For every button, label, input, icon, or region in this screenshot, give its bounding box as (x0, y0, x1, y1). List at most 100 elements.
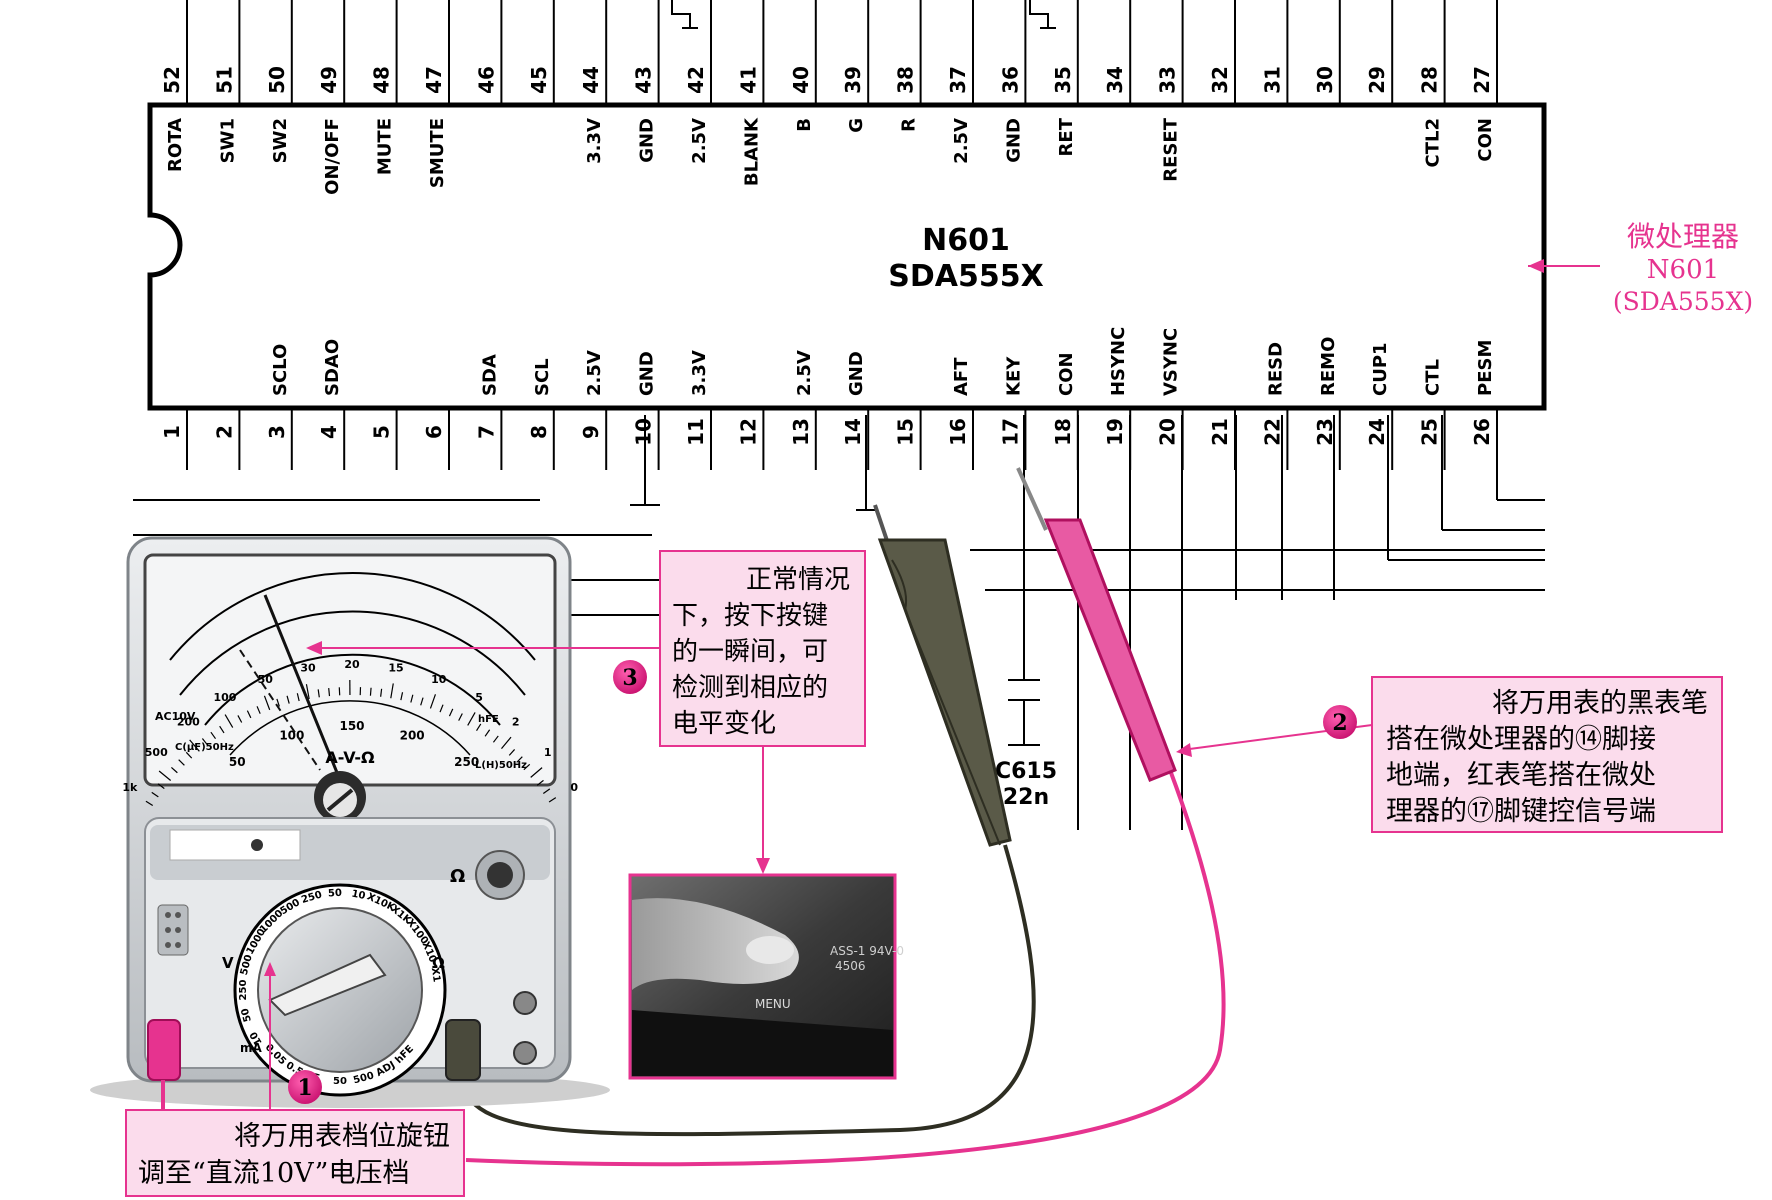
red-plug[interactable] (148, 1020, 180, 1080)
callout-3-line-4: 检测到相应的 (672, 673, 828, 703)
svg-text:ASS-1 94V-0: ASS-1 94V-0 (830, 944, 904, 958)
top-pin-number: 33 (1156, 66, 1180, 94)
top-pin-number: 45 (527, 66, 551, 94)
top-pin-number: 36 (998, 66, 1022, 94)
bottom-pin-label: REMO (1318, 337, 1339, 396)
top-pin-label: ROTA (165, 118, 186, 172)
jack-2[interactable] (514, 1042, 536, 1064)
bottom-pin-number: 5 (370, 425, 394, 439)
bottom-pin-number: 15 (894, 418, 918, 446)
bottom-pin-label: AFT (951, 357, 972, 396)
bottom-pin-number: 7 (474, 425, 498, 439)
top-pin-number: 50 (265, 66, 289, 94)
meter-scale-label: 1k (122, 781, 138, 794)
top-pin-label: 3.3V (584, 118, 605, 164)
callout-1-line-1: 将万用表档位旋钮 (234, 1121, 450, 1152)
bottom-pin-number: 21 (1208, 418, 1232, 446)
black-plug[interactable] (446, 1020, 480, 1080)
chip-callout: 微处理器 N601 (SDA555X) (1528, 220, 1753, 316)
bottom-pin-number: 18 (1051, 418, 1075, 446)
bottom-pin-number: 11 (684, 418, 708, 446)
jack-1[interactable] (514, 992, 536, 1014)
bottom-pin-number: 4 (317, 425, 341, 439)
top-pin-number: 32 (1208, 66, 1232, 94)
top-pin-number: 48 (370, 66, 394, 94)
bottom-pin-label: SDAO (322, 339, 343, 396)
bottom-pin-number: 16 (946, 418, 970, 446)
meter-ind-label: L(H)50Hz (475, 760, 527, 771)
top-pin-label: SW1 (217, 118, 238, 163)
top-pin-label: 2.5V (951, 118, 972, 164)
callout-3-line-1: 正常情况 (746, 565, 850, 595)
top-pin-label: ON/OFF (322, 118, 343, 195)
top-pin-label: BLANK (741, 117, 762, 186)
bottom-pin-label: SDA (479, 354, 500, 396)
bottom-pin-label: VSYNC (1161, 328, 1182, 396)
bottom-pin-number: 8 (527, 425, 551, 439)
dial-v-label: V (222, 954, 234, 972)
top-pin-number: 44 (579, 66, 603, 94)
callout-2-line-2: 搭在微处理器的⑭脚接 (1386, 724, 1656, 755)
button-press-photo: ASS-1 94V-0 4506 MENU (630, 875, 904, 1078)
bottom-pin-label: PESM (1475, 340, 1496, 396)
bottom-pin-label: 3.3V (689, 350, 710, 396)
chip-name: N601 (922, 223, 1010, 258)
top-pin-number: 49 (317, 66, 341, 94)
bottom-pin-number: 25 (1418, 418, 1442, 446)
callout-1-line-2: 调至“直流10V”电压档 (138, 1158, 409, 1189)
callout-3-line-5: 电平变化 (672, 709, 776, 739)
bottom-pin-number: 14 (841, 418, 865, 446)
dial-ohm-label: Ω (432, 954, 445, 972)
hfe-socket (158, 905, 188, 955)
top-pin-label: GND (1003, 118, 1024, 163)
svg-text:4506: 4506 (835, 959, 866, 973)
bottom-pin-number: 24 (1365, 418, 1389, 446)
ohm-adjust-symbol: Ω (450, 866, 465, 887)
svg-text:2: 2 (1332, 710, 1347, 736)
meter-scale-label: 0 (570, 781, 578, 794)
top-pin-label: CTL2 (1423, 118, 1444, 167)
top-pin-label: CON (1475, 118, 1496, 162)
meter-scale-label: 15 (388, 662, 403, 675)
top-pin-label: RESET (1161, 117, 1182, 181)
bottom-pin-number: 3 (265, 425, 289, 439)
bottom-pin-number: 26 (1470, 418, 1494, 446)
top-pin-number: 28 (1418, 66, 1442, 94)
meter-scale-label: 500 (145, 746, 168, 759)
top-pin-label: GND (637, 118, 658, 163)
top-pin-number: 41 (736, 66, 760, 94)
top-pin-number: 34 (1103, 66, 1127, 94)
top-pin-row: 5251504948474645444342414039383736353433… (160, 0, 1497, 105)
top-pin-number: 29 (1365, 66, 1389, 94)
bottom-pin-label: GND (846, 351, 867, 396)
dial-range-label: 50 (328, 888, 343, 900)
callout-2-line-1: 将万用表的黑表笔 (1492, 688, 1708, 719)
top-pin-number: 52 (160, 66, 184, 94)
top-pin-label: MUTE (375, 118, 396, 175)
callout-2-line-3: 地端，红表笔搭在微处 (1386, 760, 1656, 791)
meter-ac-label: AC10V (155, 710, 196, 723)
chip-callout-title: 微处理器 (1627, 220, 1739, 253)
bottom-pin-number: 1 (160, 425, 184, 439)
bottom-pin-number: 22 (1260, 418, 1284, 446)
dial-range-label: 250 (238, 980, 249, 1001)
top-pin-number: 27 (1470, 66, 1494, 94)
top-pin-number: 35 (1051, 66, 1075, 94)
bottom-pin-label: CUP1 (1370, 342, 1391, 396)
top-pin-number: 40 (789, 66, 813, 94)
bottom-pin-label: HSYNC (1108, 327, 1129, 396)
top-pin-label: 2.5V (689, 118, 710, 164)
meter-scale-label: 1 (544, 746, 552, 759)
top-pin-label: RET (1056, 117, 1077, 156)
top-pin-label: G (846, 118, 867, 133)
top-pin-number: 43 (632, 66, 656, 94)
bottom-pin-number: 10 (632, 418, 656, 446)
bottom-pin-label: SCL (532, 358, 553, 396)
bottom-pin-label: RESD (1265, 342, 1286, 396)
bottom-pin-number: 6 (422, 425, 446, 439)
top-pin-number: 47 (422, 66, 446, 94)
callout-3-line-3: 的一瞬间，可 (672, 637, 828, 667)
svg-text:3: 3 (622, 665, 637, 691)
